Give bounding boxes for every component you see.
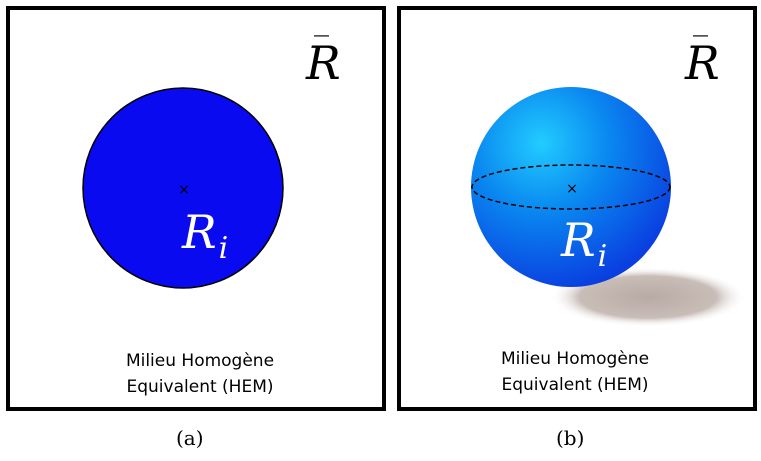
center-mark: × [178,182,190,198]
center-mark: × [566,181,578,197]
caption-b: Milieu Homogène Equivalent (HEM) [445,346,705,398]
panel-a-frame: ‾R × Ri Milieu Homogène Equivalent (HEM) [6,6,386,411]
inclusion-disk-diagram: × Ri [82,87,284,289]
inclusion-label: Ri [560,213,607,274]
sublabel-b: (b) [556,426,585,450]
panel-b-frame: ‾R × Ri Milieu Homogène Equivalent (HEM) [397,6,757,411]
caption-a-line2: Equivalent (HEM) [126,377,274,397]
caption-a-line1: Milieu Homogène [125,351,275,371]
inclusion-sphere-diagram: × Ri [471,87,746,327]
sphere-equator [471,164,671,210]
inclusion-label: Ri [181,205,228,266]
caption-b-line1: Milieu Homogène [500,349,650,369]
caption-a: Milieu Homogène Equivalent (HEM) [70,348,330,400]
sublabel-a: (a) [176,426,204,450]
region-label-rbar: ‾R [306,31,341,90]
inclusion-disk [82,87,284,289]
caption-b-line2: Equivalent (HEM) [501,375,649,395]
region-label-rbar: ‾R [685,31,720,90]
inclusion-sphere [471,87,671,287]
